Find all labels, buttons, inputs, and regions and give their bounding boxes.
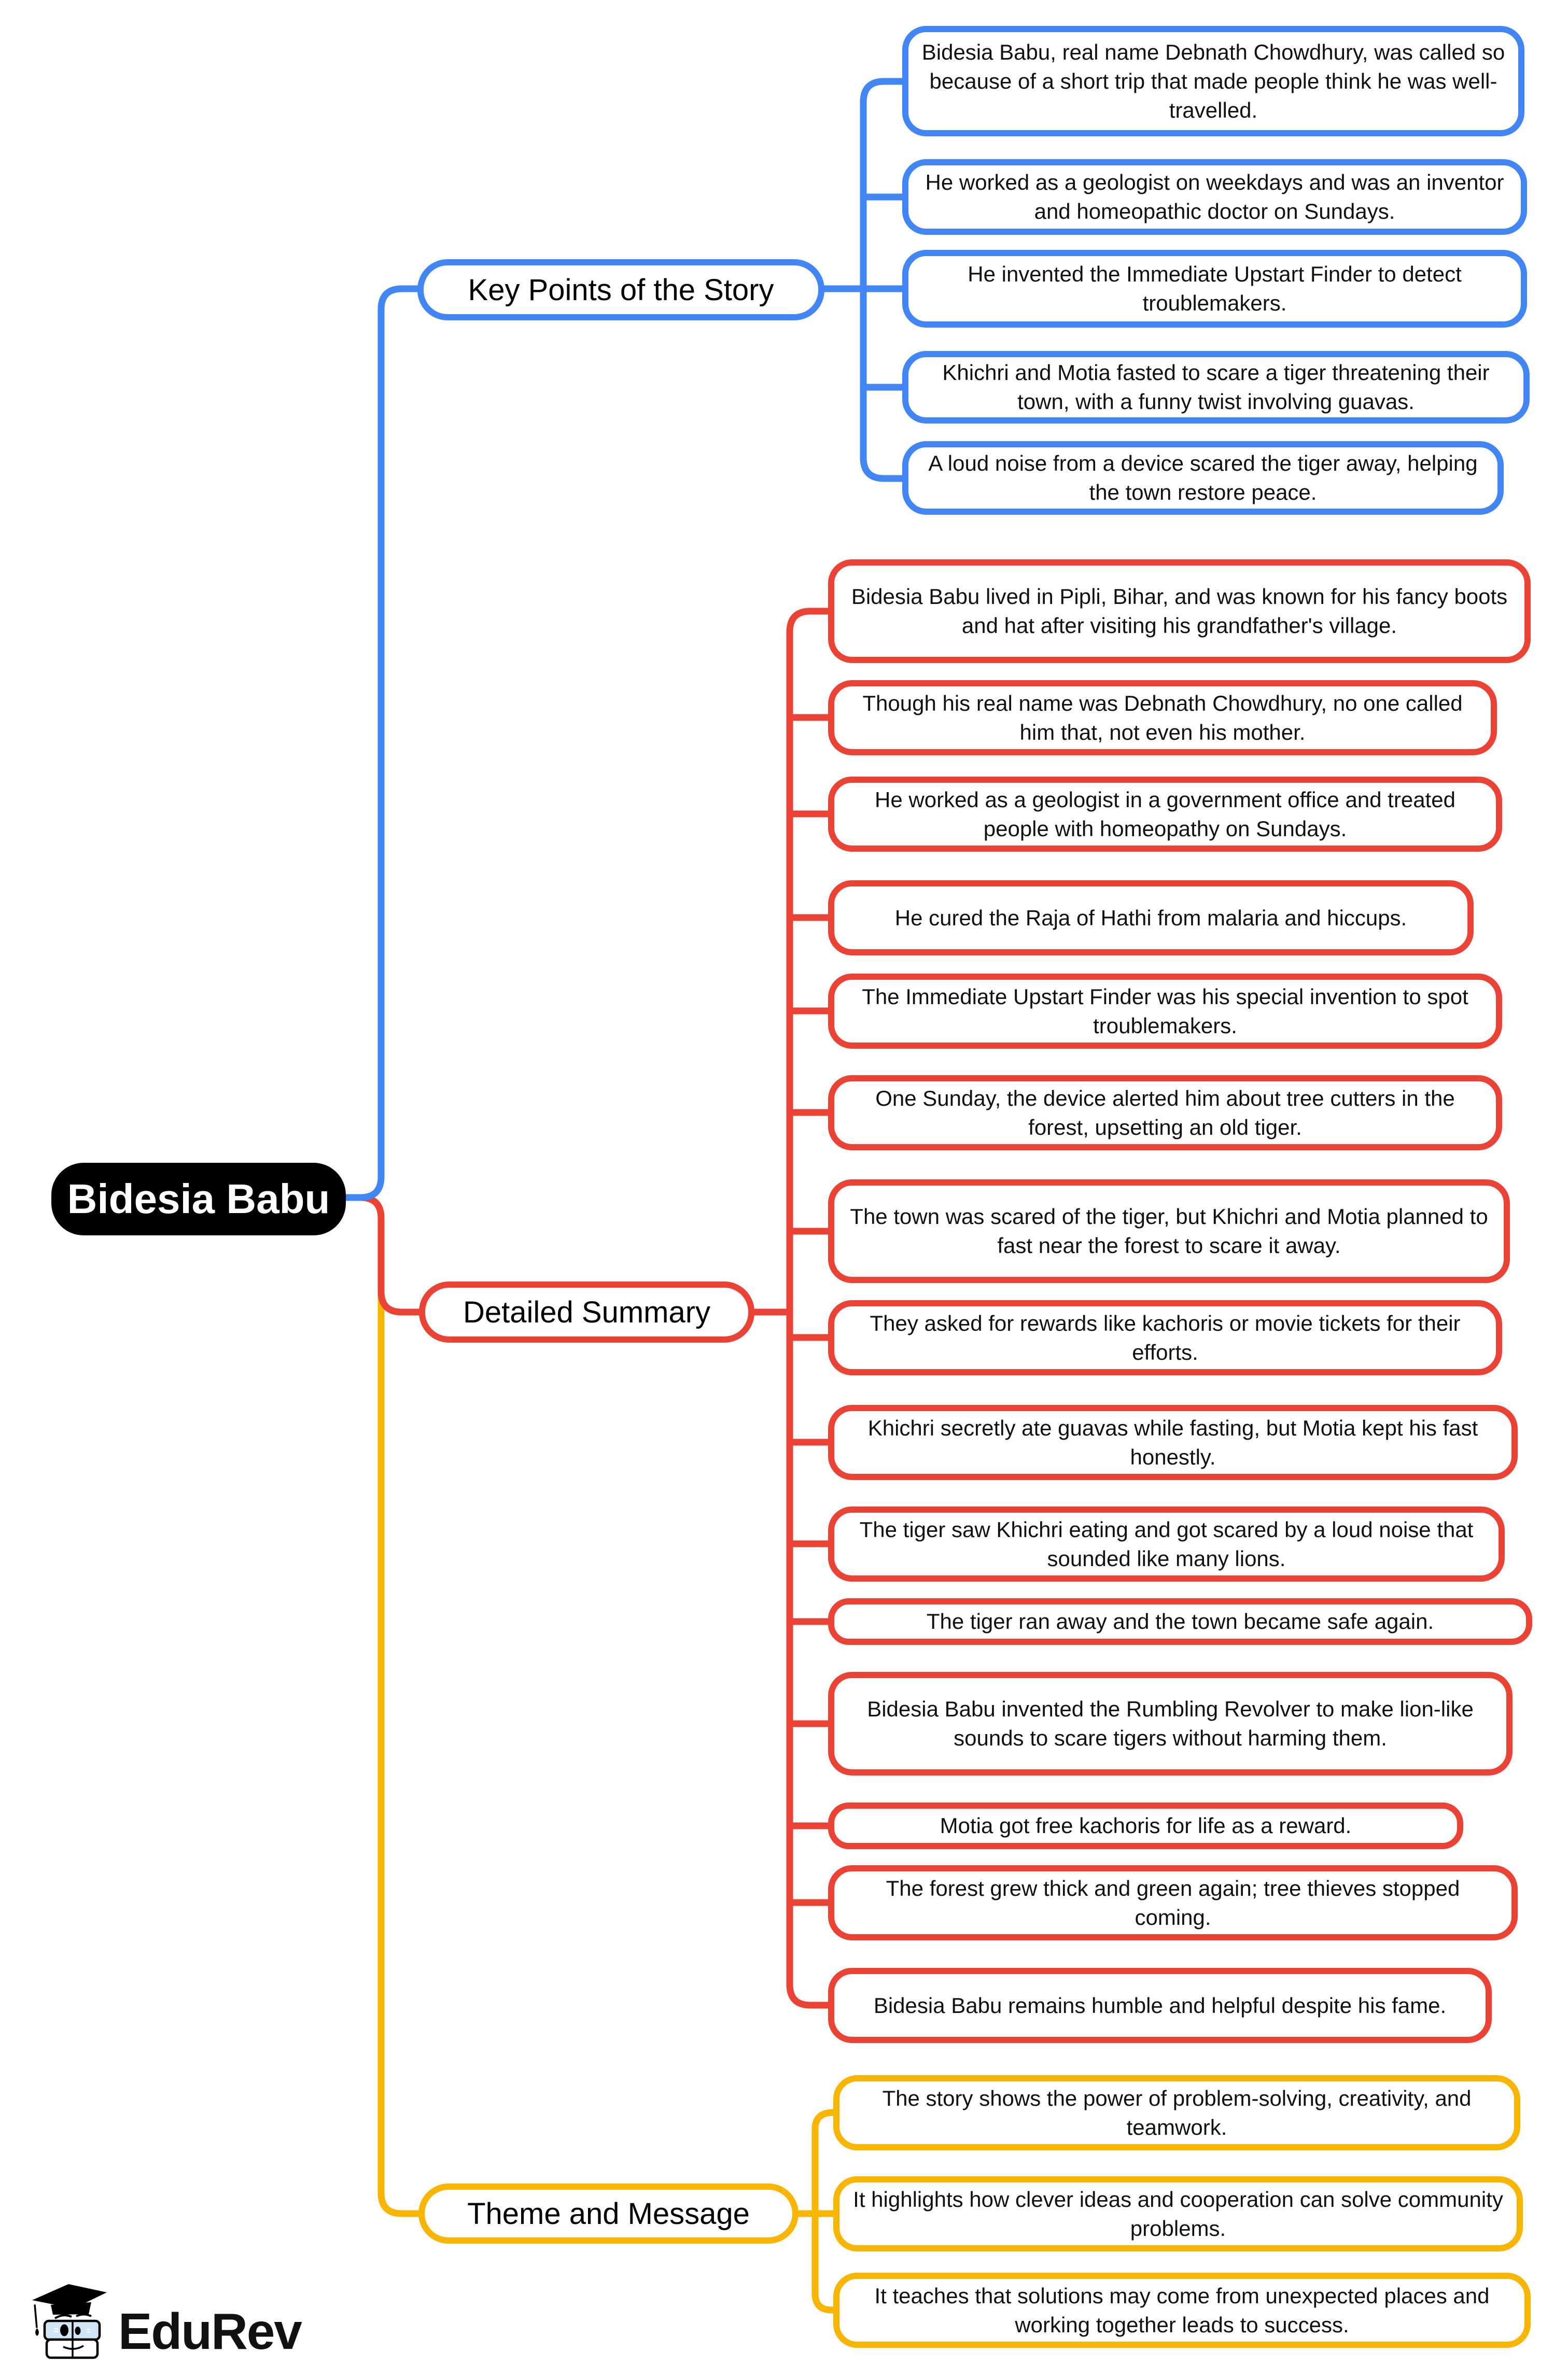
key-point-item: Khichri and Motia fasted to scare a tige… (902, 351, 1530, 424)
key-point-item: Bidesia Babu, real name Debnath Chowdhur… (902, 26, 1524, 136)
trunk-detailed-summary-line (342, 1194, 423, 1316)
theme-item: It teaches that solutions may come from … (833, 2273, 1531, 2348)
spine-key-points (821, 78, 906, 482)
summary-item: The tiger ran away and the town became s… (828, 1598, 1532, 1645)
summary-item: The town was scared of the tiger, but Kh… (828, 1179, 1510, 1283)
summary-item: He worked as a geologist in a government… (828, 777, 1502, 852)
key-point-item: He worked as a geologist on weekdays and… (902, 159, 1527, 235)
summary-item: Bidesia Babu invented the Rumbling Revol… (828, 1672, 1513, 1776)
summary-item: The Immediate Upstart Finder was his spe… (828, 974, 1502, 1049)
root-node: Bidesia Babu (51, 1163, 346, 1235)
edurev-mascot-icon (32, 2284, 107, 2359)
summary-item: Motia got free kachoris for life as a re… (828, 1802, 1463, 1849)
summary-item: The forest grew thick and green again; t… (828, 1865, 1518, 1940)
branch-node-key-points: Key Points of the Story (417, 259, 824, 320)
key-point-item: A loud noise from a device scared the ti… (902, 441, 1504, 515)
theme-item: It highlights how clever ideas and coope… (833, 2176, 1523, 2251)
summary-item: Bidesia Babu lived in Pipli, Bihar, and … (828, 559, 1531, 663)
spine-detailed-summary (751, 608, 832, 2009)
summary-item: Though his real name was Debnath Chowdhu… (828, 680, 1497, 755)
branch-node-detailed-summary: Detailed Summary (419, 1281, 754, 1343)
branch-node-theme-message: Theme and Message (418, 2184, 799, 2244)
summary-item: Khichri secretly ate guavas while fastin… (828, 1405, 1518, 1480)
summary-item: One Sunday, the device alerted him about… (828, 1075, 1502, 1150)
edurev-logo-text: EduRev (118, 2303, 302, 2360)
summary-item: They asked for rewards like kachoris or … (828, 1300, 1502, 1375)
spine-theme-message (795, 2109, 837, 2314)
key-point-item: He invented the Immediate Upstart Finder… (902, 250, 1527, 328)
trunk-key-points-line (342, 285, 421, 1201)
summary-item: The tiger saw Khichri eating and got sca… (828, 1506, 1505, 1582)
summary-item: He cured the Raja of Hathi from malaria … (828, 880, 1474, 955)
theme-item: The story shows the power of problem-sol… (833, 2075, 1520, 2150)
summary-item: Bidesia Babu remains humble and helpful … (828, 1968, 1492, 2043)
trunk-theme-message-line (342, 1194, 422, 2217)
